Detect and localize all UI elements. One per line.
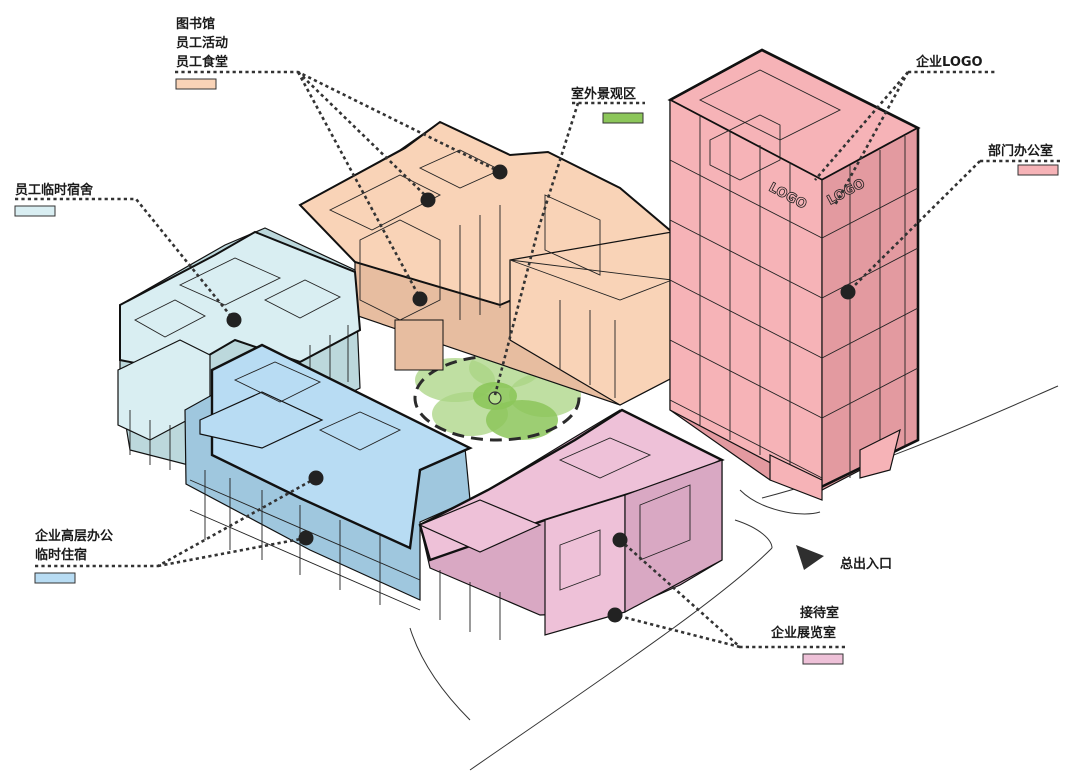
label-library-1: 图书馆: [176, 16, 215, 32]
label-office: 部门办公室: [988, 143, 1053, 159]
road-lower-curve: [735, 520, 772, 548]
label-logo: 企业LOGO: [915, 54, 983, 70]
exec-swatch: [35, 573, 75, 583]
label-reception-1: 接待室: [800, 605, 839, 621]
landscape-swatch: [603, 113, 643, 123]
label-dorm: 员工临时宿舍: [15, 182, 94, 198]
label-library-2: 员工活动: [176, 35, 228, 51]
label-entrance: 总出入口: [840, 556, 892, 572]
label-exec-1: 企业高层办公: [34, 528, 113, 544]
label-library-3: 员工食堂: [176, 54, 228, 70]
dorm-swatch: [15, 206, 55, 216]
label-reception-2: 企业展览室: [770, 625, 836, 641]
entrance-arrow-icon: [796, 545, 824, 570]
office-swatch: [1018, 165, 1058, 175]
label-exec-2: 临时住宿: [35, 547, 87, 563]
road-left-curve: [410, 628, 470, 720]
library-swatch: [176, 79, 216, 89]
label-landscape: 室外景观区: [571, 86, 636, 102]
office-tower: LOGO LOGO: [670, 50, 918, 500]
reception-swatch: [803, 654, 843, 664]
